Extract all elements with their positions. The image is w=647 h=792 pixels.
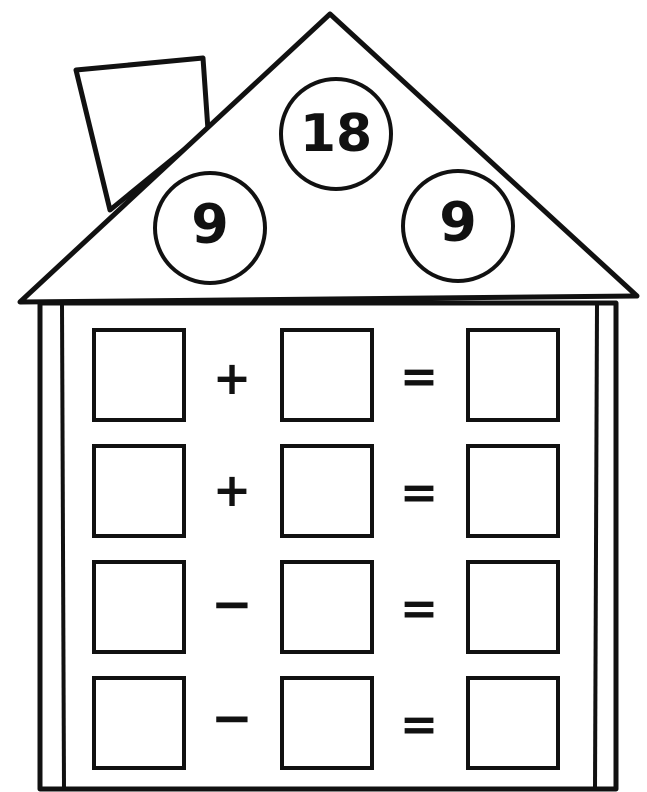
right-wall-trim: [595, 305, 597, 789]
equals-2: =: [400, 465, 439, 519]
operator-3: −: [211, 575, 253, 633]
equation-row-1: + =: [94, 330, 558, 420]
part-right-number: 9: [439, 191, 477, 254]
answer-box-4c[interactable]: [468, 678, 558, 768]
answer-box-4a[interactable]: [94, 678, 184, 768]
operator-4: −: [211, 689, 253, 747]
answer-box-3a[interactable]: [94, 562, 184, 652]
equals-1: =: [400, 349, 439, 403]
operator-1: +: [213, 351, 252, 405]
equation-row-4: − =: [94, 678, 558, 768]
part-left-number: 9: [191, 193, 229, 256]
answer-box-3b[interactable]: [282, 562, 372, 652]
answer-box-4b[interactable]: [282, 678, 372, 768]
answer-box-3c[interactable]: [468, 562, 558, 652]
answer-box-2b[interactable]: [282, 446, 372, 536]
answer-box-2a[interactable]: [94, 446, 184, 536]
equation-row-2: + =: [94, 446, 558, 536]
answer-box-1a[interactable]: [94, 330, 184, 420]
sum-number: 18: [300, 104, 372, 164]
equals-3: =: [400, 581, 439, 635]
answer-box-1c[interactable]: [468, 330, 558, 420]
answer-box-2c[interactable]: [468, 446, 558, 536]
left-wall-trim: [62, 305, 64, 789]
answer-box-1b[interactable]: [282, 330, 372, 420]
equals-4: =: [400, 697, 439, 751]
operator-2: +: [213, 463, 252, 517]
equation-row-3: − =: [94, 562, 558, 652]
